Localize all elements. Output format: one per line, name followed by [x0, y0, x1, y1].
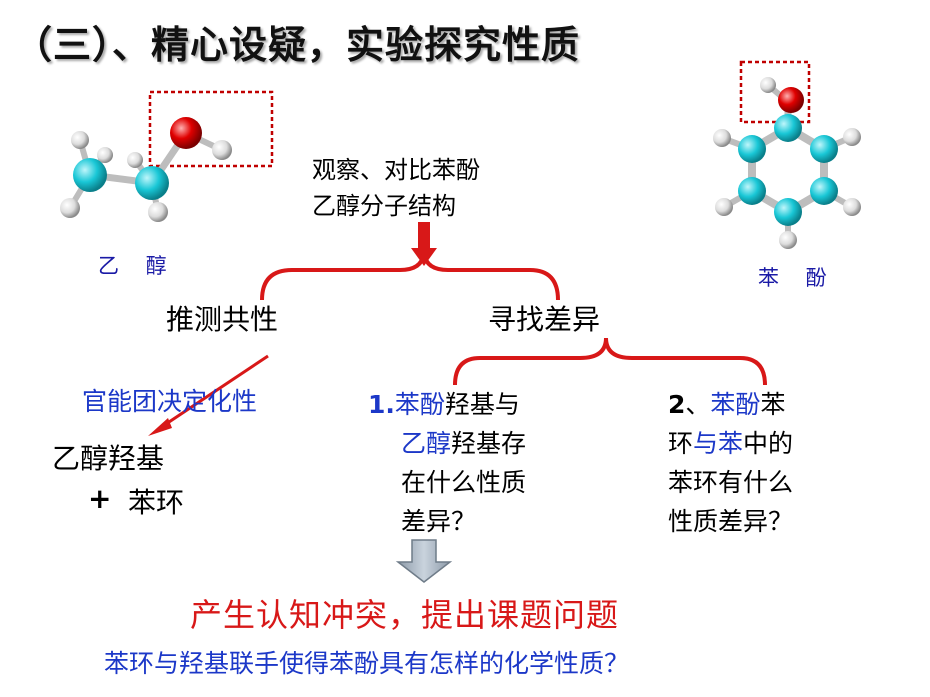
page-title: （三）、精心设疑，实验探究性质 — [14, 23, 581, 67]
difference-1-line-3: 在什么性质 — [401, 468, 527, 497]
carbon-atom — [810, 177, 838, 205]
difference-2-line-4: 性质差异？ — [668, 507, 794, 536]
ethanol-label: 乙 醇 — [98, 254, 177, 278]
plus-sign: + — [88, 482, 112, 515]
branch-difference: 寻找差异 — [488, 303, 601, 336]
top-brace — [260, 249, 560, 301]
red-diagonal-arrow-head — [148, 418, 172, 436]
hydrogen-atom — [212, 140, 232, 160]
branch-commonality: 推测共性 — [166, 303, 279, 336]
hydroxyl-highlight-box — [739, 60, 811, 124]
ethanol-hydroxyl-text: 乙醇羟基 — [52, 442, 165, 475]
benzene-ring-text: 苯环 — [128, 486, 185, 519]
ethanol-molecule — [60, 90, 274, 222]
hydrogen-atom — [71, 131, 89, 149]
carbon-atom — [738, 135, 766, 163]
carbon-atom — [738, 177, 766, 205]
oxygen-atom — [778, 87, 804, 113]
hydrogen-atom — [715, 198, 733, 216]
difference-brace — [453, 337, 767, 386]
carbon-atom — [774, 198, 802, 226]
carbon-atom — [774, 114, 802, 142]
difference-1-line-4: 差异？ — [401, 507, 477, 536]
observe-line-2: 乙醇分子结构 — [312, 192, 456, 220]
cognitive-conflict-text: 产生认知冲突，提出课题问题 — [190, 596, 620, 634]
hydrogen-atom — [127, 152, 143, 168]
phenol-molecule — [713, 60, 861, 249]
observe-line-1: 观察、对比苯酚 — [312, 156, 480, 184]
carbon-atom — [135, 166, 169, 200]
difference-1-line-1: 1.苯酚羟基与 — [368, 390, 520, 419]
carbon-atom — [810, 135, 838, 163]
hydrogen-atom — [97, 147, 113, 163]
red-diagonal-arrow-line — [159, 354, 269, 430]
difference-2-line-1: 2、苯酚苯 — [668, 390, 786, 419]
hydrogen-atom — [760, 77, 776, 93]
difference-2-line-2: 环与苯中的 — [668, 429, 794, 458]
difference-2-block: 2、苯酚苯 环与苯中的 苯环有什么 性质差异？ — [668, 385, 793, 541]
hydrogen-atom — [843, 198, 861, 216]
gray-down-arrow — [395, 539, 453, 583]
oxygen-atom — [170, 117, 202, 149]
hydrogen-atom — [713, 129, 731, 147]
hydrogen-atom — [148, 202, 168, 222]
phenol-label: 苯 酚 — [758, 266, 837, 290]
functional-group-note: 官能团决定化性 — [82, 387, 258, 416]
research-question: 苯环与羟基联手使得苯酚具有怎样的化学性质？ — [104, 649, 630, 678]
difference-1-line-2: 乙醇羟基存 — [401, 429, 527, 458]
difference-1-block: 1.苯酚羟基与 乙醇羟基存 在什么性质 差异？ — [368, 385, 526, 541]
difference-1-number: 1. — [368, 390, 395, 419]
red-down-arrow — [411, 222, 437, 266]
carbon-atom — [73, 158, 107, 192]
difference-2-number: 2 — [668, 390, 686, 419]
hydrogen-atom — [60, 198, 80, 218]
hydrogen-atom — [779, 231, 797, 249]
hydrogen-atom — [843, 128, 861, 146]
difference-2-line-3: 苯环有什么 — [668, 468, 794, 497]
